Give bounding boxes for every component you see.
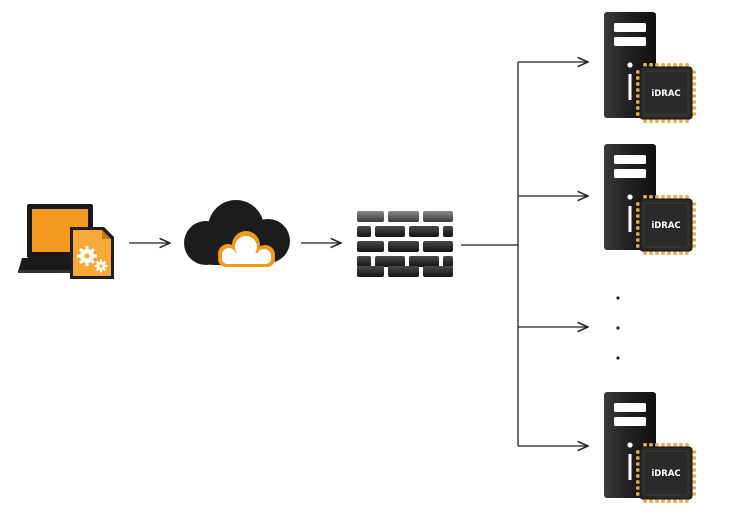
idrac-label: iDRAC	[651, 221, 680, 231]
idrac-chip-icon: iDRAC	[636, 63, 696, 123]
cloud-icon	[184, 200, 290, 267]
server-tower-icon: iDRAC	[604, 12, 696, 123]
idrac-chip-icon: iDRAC	[636, 195, 696, 255]
idrac-chip-icon: iDRAC	[636, 443, 696, 503]
branch-connector	[461, 62, 588, 446]
server-tower-icon: iDRAC	[604, 392, 696, 503]
laptop-with-config-file-icon	[18, 204, 114, 279]
server-tower-icon: iDRAC	[604, 144, 696, 255]
idrac-label: iDRAC	[651, 469, 680, 479]
idrac-label: iDRAC	[651, 89, 680, 99]
ellipsis-dots	[616, 296, 620, 360]
gear-icon	[77, 246, 108, 273]
firewall-icon	[357, 211, 453, 277]
